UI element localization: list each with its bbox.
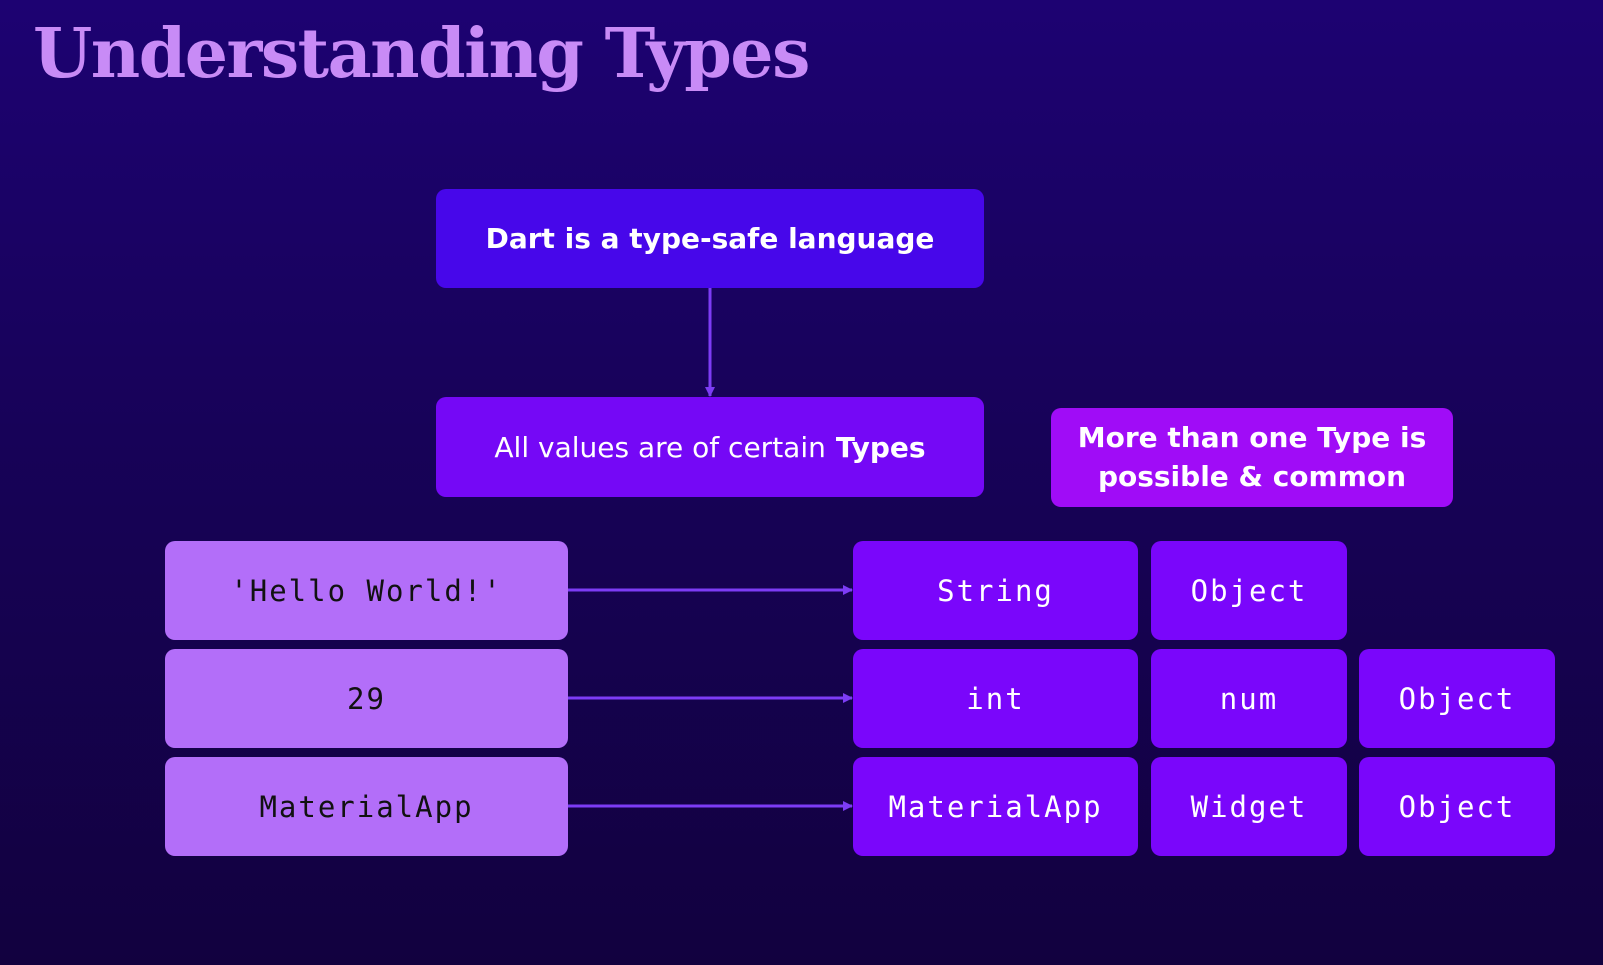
type-label: Widget [1190,789,1308,824]
type-int: int [853,649,1138,748]
multiple-types-line1: More than one Type is [1077,420,1427,454]
type-object: Object [1359,649,1555,748]
type-label: Object [1398,789,1516,824]
type-safe-box: Dart is a type-safe language [436,189,984,288]
types-emphasis: Types [835,430,926,464]
type-object: Object [1359,757,1555,856]
value-label: MaterialApp [259,789,474,824]
value-materialapp: MaterialApp [165,757,568,856]
type-widget: Widget [1151,757,1347,856]
type-num: num [1151,649,1347,748]
value-label: 29 [347,681,386,716]
value-label: 'Hello World!' [230,573,503,608]
type-label: Object [1398,681,1516,716]
multiple-types-line2: possible & common [1097,459,1407,493]
value-hello-world: 'Hello World!' [165,541,568,640]
type-label: MaterialApp [888,789,1103,824]
certain-types-box: All values are of certain Types [436,397,984,497]
type-label: int [966,681,1025,716]
value-29: 29 [165,649,568,748]
type-safe-text: Dart is a type-safe language [485,222,935,255]
type-label: Object [1190,573,1308,608]
page-title: Understanding Types [33,14,810,94]
certain-types-text: All values are of certain [494,430,826,464]
type-string: String [853,541,1138,640]
type-label: String [937,573,1054,608]
type-materialapp: MaterialApp [853,757,1138,856]
type-object: Object [1151,541,1347,640]
type-label: num [1219,681,1279,716]
multiple-types-box: More than one Type is possible & common [1051,408,1453,507]
